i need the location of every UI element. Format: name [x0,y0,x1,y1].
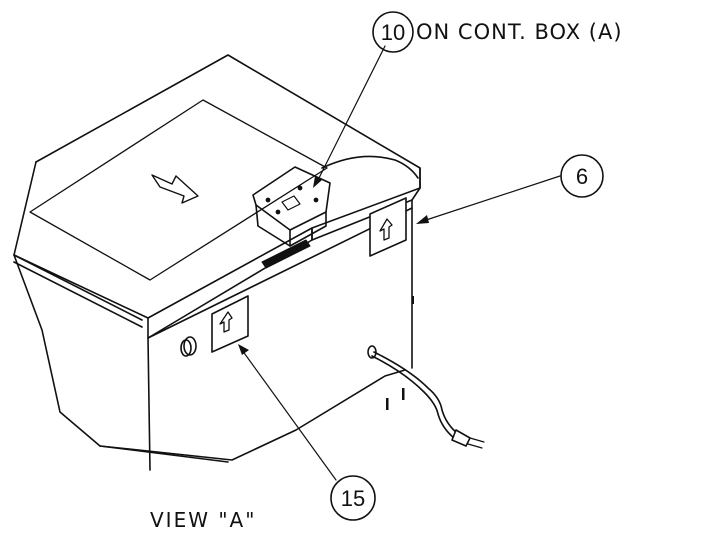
callout-15-number: 15 [341,486,365,511]
leader-arrowheads [238,176,429,355]
callout-6-balloon [560,154,604,198]
view-caption: VIEW "A" [150,508,256,532]
callout-10-number: 10 [381,20,405,45]
callout-6: 6 [560,154,604,198]
callout-10-balloon [372,11,414,53]
lid-direction-arrow [151,174,199,204]
vent-slots [386,296,414,410]
rear-hood [321,155,419,179]
control-box [252,166,331,247]
callout-10: 10 ON CONT. BOX (A) [372,11,623,53]
leader-lines [241,45,561,481]
side-handle [261,239,311,269]
side-knob [180,336,197,357]
callout-6-number: 6 [576,164,588,189]
right-side-panel [147,187,421,471]
lower-housing [13,161,406,463]
label-plate-6 [369,197,407,257]
callout-15: 15 [330,475,376,521]
label-plate-15 [211,295,249,353]
callout-10-note: ON CONT. BOX (A) [416,20,623,44]
callout-15-balloon [330,475,376,521]
power-cord [367,345,485,449]
